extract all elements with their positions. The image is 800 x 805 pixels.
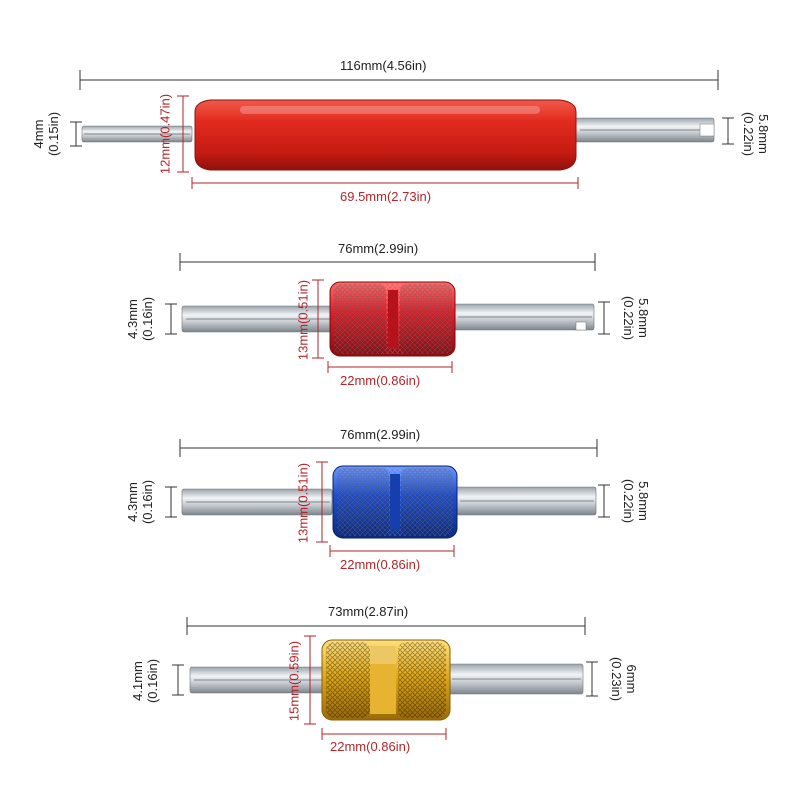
tool4-handle-length-label: 22mm(0.86in) xyxy=(330,739,411,754)
gold-knurled-tool xyxy=(172,617,598,740)
tool2-left-tip-mm: 4.3mm xyxy=(125,299,140,339)
tool4-right-tip-in: (0.23in) xyxy=(609,656,624,702)
tool1-left-tip-mm: 4mm xyxy=(31,119,46,149)
tool1-left-tip-in: (0.15in) xyxy=(46,111,61,157)
tool3-handle-diameter-label: 13mm(0.51in) xyxy=(295,462,311,544)
tool1-overall-length-label: 116mm(4.56in) xyxy=(340,58,427,73)
tool4-right-tip-mm: 6mm xyxy=(624,664,639,694)
tool2-left-tip-in: (0.16in) xyxy=(140,296,155,342)
tool3-right-tip-label: 5.8mm (0.22in) xyxy=(621,479,651,523)
tool1-right-tip-in: (0.22in) xyxy=(741,111,756,157)
tool2-handle-length-label: 22mm(0.86in) xyxy=(340,373,421,388)
tool3-left-tip-in: (0.16in) xyxy=(140,479,155,525)
red-knurled-tool xyxy=(165,253,610,373)
tool2-right-tip-label: 5.8mm (0.22in) xyxy=(621,296,651,340)
tool3-right-tip-mm: 5.8mm xyxy=(636,481,651,521)
tool1-right-tip-label: 5.8mm (0.22in) xyxy=(741,112,771,156)
tool3-right-tip-in: (0.22in) xyxy=(621,478,636,524)
tool3-overall-length-label: 76mm(2.99in) xyxy=(340,427,421,442)
tool3-left-tip-mm: 4.3mm xyxy=(125,482,140,522)
tool1-handle-length-label: 69.5mm(2.73in) xyxy=(340,189,432,204)
tool2-handle-diameter-label: 13mm(0.51in) xyxy=(295,279,311,361)
tool2-right-tip-in: (0.22in) xyxy=(621,295,636,341)
tool4-right-tip-label: 6mm (0.23in) xyxy=(609,657,639,701)
tool1-right-tip-mm: 5.8mm xyxy=(756,114,771,154)
tool4-overall-length-label: 73mm(2.87in) xyxy=(328,604,409,619)
tool1-left-tip-label: 4mm (0.15in) xyxy=(31,112,61,156)
tool3-handle-length-label: 22mm(0.86in) xyxy=(340,557,421,572)
tool4-left-tip-label: 4.1mm (0.16in) xyxy=(130,659,160,703)
tool3-left-tip-label: 4.3mm (0.16in) xyxy=(125,480,155,524)
tool4-left-tip-in: (0.16in) xyxy=(145,658,160,704)
red-screwdriver-tool xyxy=(70,70,734,189)
tool2-left-tip-label: 4.3mm (0.16in) xyxy=(125,297,155,341)
tool2-overall-length-label: 76mm(2.99in) xyxy=(338,241,419,256)
tool1-handle-diameter-label: 12mm(0.47in) xyxy=(157,93,173,175)
blue-knurled-tool xyxy=(165,439,610,557)
tool4-handle-diameter-label: 15mm(0.59in) xyxy=(286,640,302,722)
tool2-right-tip-mm: 5.8mm xyxy=(636,298,651,338)
tool4-left-tip-mm: 4.1mm xyxy=(130,661,145,701)
